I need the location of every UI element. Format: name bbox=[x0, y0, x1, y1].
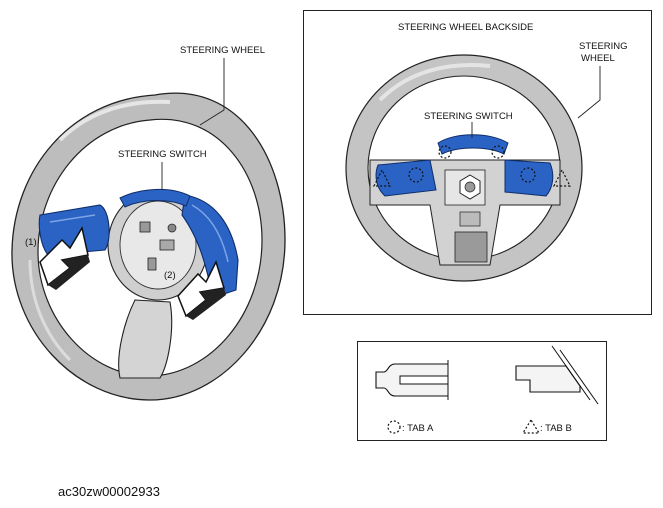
backside-view-panel: STEERING WHEEL BACKSIDE STEERING WHEEL bbox=[303, 10, 652, 315]
step-1-label: (1) bbox=[25, 237, 37, 248]
tab-b-marker bbox=[553, 168, 571, 187]
tab-b-marker bbox=[373, 168, 391, 187]
removal-arrow-1 bbox=[39, 226, 90, 290]
steering-switch-left bbox=[38, 204, 110, 256]
legend-panel: : TAB A : TAB B bbox=[357, 341, 607, 441]
figure-id: ac30zw00002933 bbox=[58, 484, 160, 499]
backside-switch-right bbox=[504, 159, 554, 197]
steering-wheel-front-view: STEERING WHEEL STEERING SWITCH (1) (2) bbox=[11, 45, 286, 401]
tab-b-label: : TAB B bbox=[540, 423, 572, 434]
tab-a-marker bbox=[491, 145, 505, 159]
tab-a-legend-icon bbox=[387, 420, 401, 434]
backside-title: STEERING WHEEL BACKSIDE bbox=[398, 22, 533, 33]
backside-steering-switch-label: STEERING SWITCH bbox=[424, 111, 513, 122]
removal-arrow-2 bbox=[177, 259, 226, 320]
tab-a-label: : TAB A bbox=[402, 423, 434, 434]
backside-steering-wheel-label-line2: WHEEL bbox=[581, 53, 615, 64]
backside-steering-wheel-label-line1: STEERING bbox=[579, 41, 628, 52]
steering-wheel-label: STEERING WHEEL bbox=[180, 45, 265, 56]
tab-a-marker bbox=[520, 167, 536, 183]
wheel-lower-spoke bbox=[118, 299, 173, 379]
tab-a-marker bbox=[438, 145, 452, 159]
steering-switch-label: STEERING SWITCH bbox=[118, 149, 207, 160]
step-2-label: (2) bbox=[164, 270, 176, 281]
backside-switch-left bbox=[375, 159, 437, 197]
tab-a-marker bbox=[408, 167, 424, 183]
